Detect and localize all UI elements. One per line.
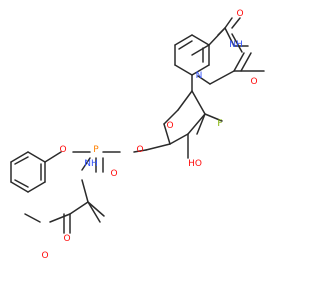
atom-label-nh: NH — [229, 40, 243, 50]
bond — [133, 149, 147, 153]
atom-label-fluorine: F — [217, 119, 222, 129]
atom-label-oxygen: O — [110, 169, 117, 179]
bond — [87, 201, 105, 217]
bond — [163, 109, 179, 125]
atom-label-oxygen: O — [166, 121, 173, 131]
atom-label-oxygen: O — [236, 9, 243, 19]
atom-label-oxygen: O — [136, 145, 143, 155]
bond — [191, 90, 206, 115]
bond — [191, 44, 210, 56]
atom-label-nh: NH — [84, 159, 98, 169]
atom-label-oxygen: O — [59, 145, 66, 155]
bond — [14, 179, 29, 188]
bond — [196, 113, 206, 135]
bond — [191, 34, 210, 46]
bond — [187, 113, 206, 135]
atom-label-oxygen: O — [41, 251, 48, 261]
bond — [231, 17, 241, 29]
atom-label-phosphorus: P — [93, 145, 99, 155]
bond — [217, 27, 226, 36]
bond — [174, 64, 193, 76]
bond — [10, 151, 29, 163]
bonds — [10, 17, 265, 234]
bond — [81, 179, 89, 203]
bond — [163, 123, 171, 145]
bond — [10, 181, 29, 193]
bond — [178, 40, 193, 50]
bond — [177, 90, 193, 111]
atom-label-oxygen: O — [250, 77, 257, 87]
bond — [174, 34, 193, 46]
bond — [14, 156, 29, 165]
bond — [197, 75, 211, 85]
bond — [191, 64, 210, 76]
bond — [209, 70, 235, 85]
bond — [169, 133, 189, 145]
bond — [204, 113, 223, 122]
bond — [27, 181, 46, 193]
bond — [224, 27, 235, 47]
molecule-structure-diagram: O NH O N O F HO O O P O NH O O — [10, 9, 265, 261]
bond — [27, 151, 46, 163]
bond — [69, 201, 89, 215]
bond — [233, 52, 245, 72]
bond — [224, 17, 233, 29]
bond — [81, 157, 91, 171]
atom-label-oxygen: O — [63, 234, 70, 244]
bond — [231, 33, 243, 53]
bond — [44, 151, 62, 163]
bond — [145, 143, 171, 151]
bond — [240, 52, 252, 72]
bond — [49, 213, 71, 223]
bond — [24, 213, 41, 223]
atom-label-nitrogen: N — [196, 71, 203, 81]
bond — [87, 201, 101, 223]
atom-labels: O NH O N O F HO O O P O NH O O — [41, 9, 257, 261]
atom-label-hydroxyl: HO — [188, 159, 202, 169]
